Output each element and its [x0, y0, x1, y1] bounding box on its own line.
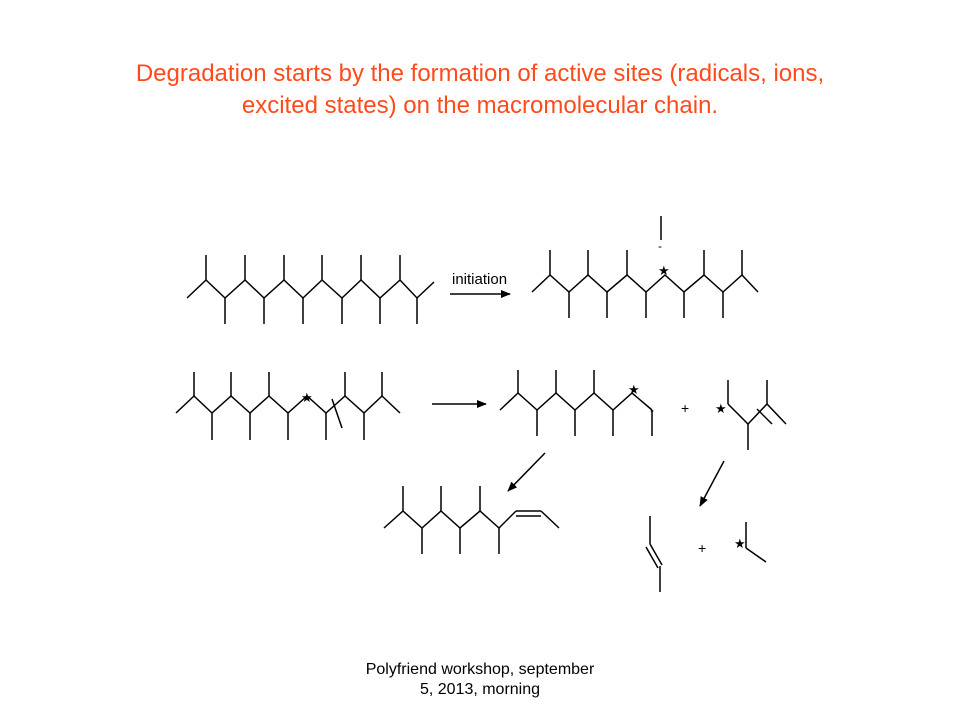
disproportionation-arrow-left [507, 452, 546, 492]
polymer-chain-intact [186, 255, 435, 324]
scission-mark [331, 398, 343, 429]
chain-terminal-alkene [383, 486, 560, 554]
alkene-fragment [645, 516, 663, 592]
fragment-radical-b: ★ [715, 380, 787, 450]
plus-sign: + [681, 400, 689, 416]
slide-title-line-2: excited states) on the macromolecular ch… [241, 92, 719, 119]
polymer-chain-activated: - ★ [531, 216, 759, 318]
minus-sign: - [650, 403, 654, 417]
slide-title: Degradation starts by the formation of a… [60, 58, 900, 122]
radical-star: ★ [715, 401, 727, 416]
footer-line-2: 5, 2013, morning [419, 681, 541, 698]
minus-sign: - [658, 239, 662, 253]
radical-star: ★ [628, 382, 640, 397]
slide-title-line-1: Degradation starts by the formation of a… [135, 60, 825, 87]
footer-line-1: Polyfriend workshop, september [365, 661, 595, 678]
radical-fragment: ★ [734, 522, 767, 563]
plus-sign: + [698, 540, 706, 556]
polymer-chain-radical: ★ [175, 372, 401, 440]
radical-star: ★ [658, 263, 670, 278]
disproportionation-arrow-right [699, 460, 725, 507]
initiation-label: initiation [452, 271, 507, 288]
fragment-radical-a: ★ - [499, 370, 654, 436]
radical-star: ★ [301, 390, 313, 405]
slide-footer: Polyfriend workshop, september 5, 2013, … [300, 660, 660, 700]
initiation-reaction: initiation [450, 271, 511, 298]
radical-star: ★ [734, 536, 746, 551]
